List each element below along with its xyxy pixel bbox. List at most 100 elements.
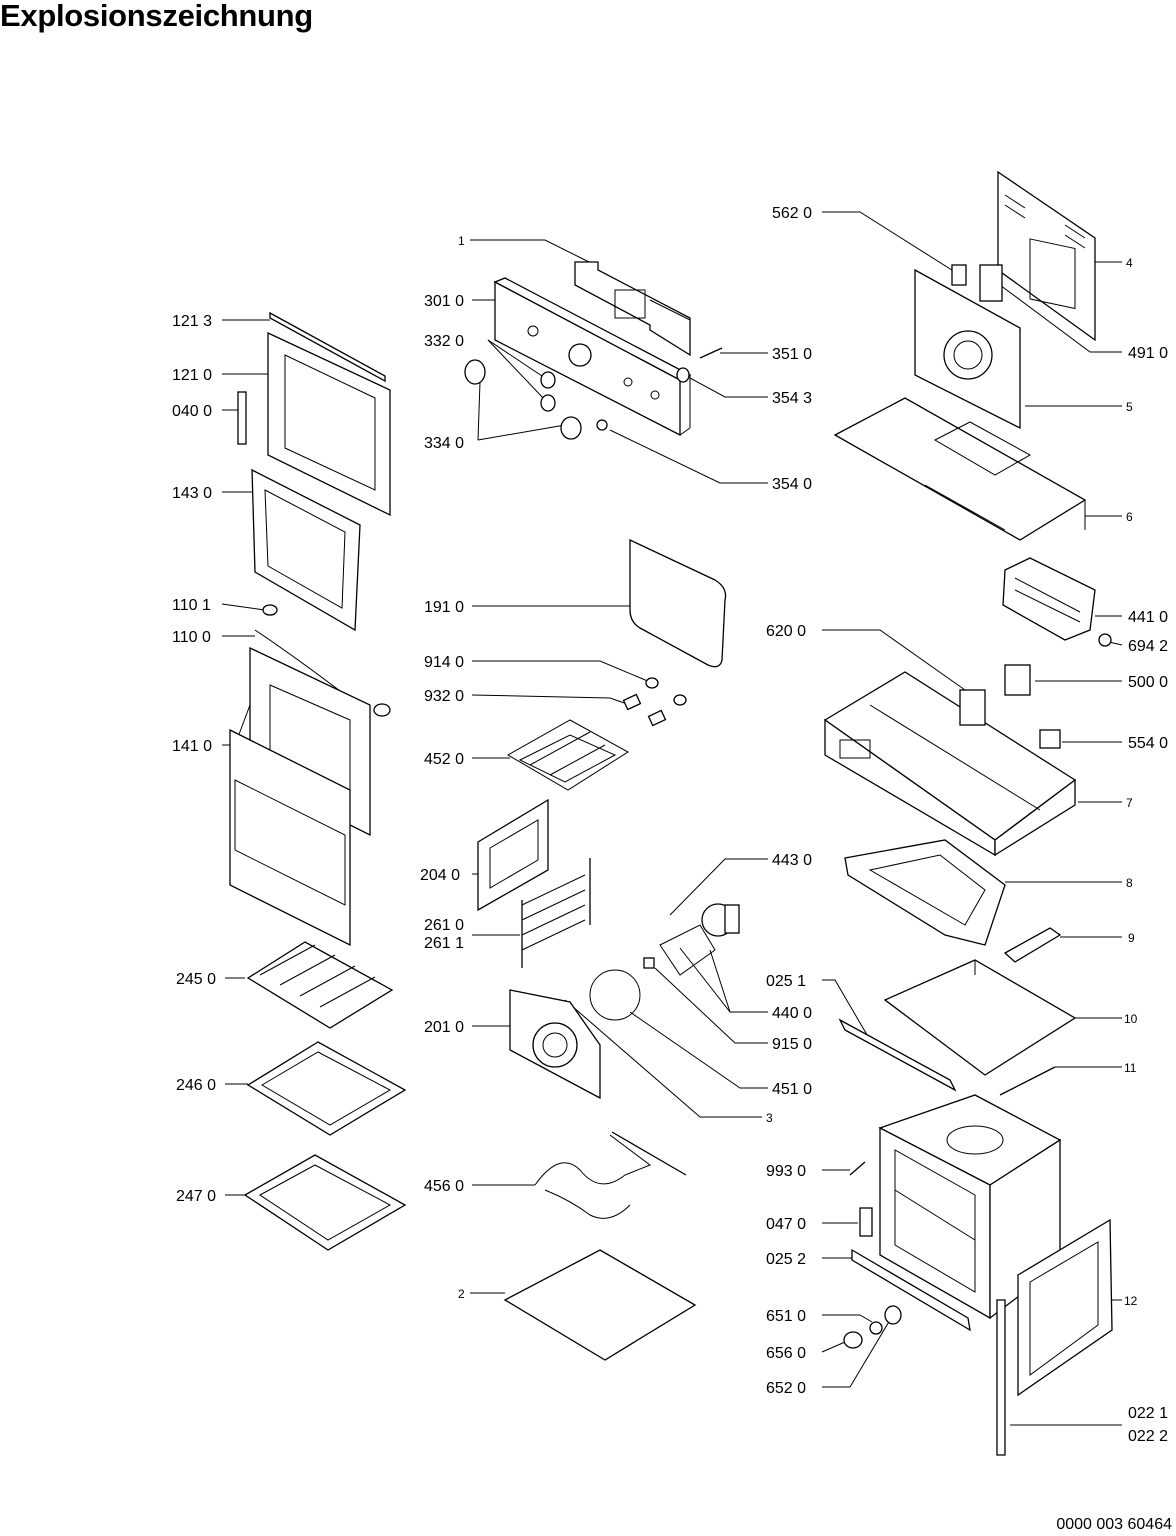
callout-500-0: 500 0: [1128, 674, 1168, 691]
part-rail-025-2: [851, 1248, 971, 1332]
callout-652-0: 652 0: [766, 1380, 806, 1397]
part-base-10: [883, 959, 1077, 1076]
callout-121-3: 121 3: [172, 313, 212, 330]
callout-7: 7: [1126, 796, 1133, 810]
callout-4: 4: [1126, 256, 1133, 270]
part-gasket-191: [629, 538, 727, 668]
part-lamp-652: [884, 1305, 902, 1325]
callout-334-0: 334 0: [424, 435, 464, 452]
callout-246-0: 246 0: [176, 1077, 216, 1094]
callout-993-0: 993 0: [766, 1163, 806, 1180]
callout-2: 2: [458, 1287, 465, 1301]
callout-441-0: 441 0: [1128, 609, 1168, 626]
callout-201-0: 201 0: [424, 1019, 464, 1036]
part-strip-11: [999, 1066, 1056, 1096]
callout-261-1: 261 1: [424, 935, 464, 952]
callout-332-0: 332 0: [424, 333, 464, 350]
callout-110-0: 110 0: [172, 629, 211, 646]
callout-914-0: 914 0: [424, 654, 464, 671]
callout-443-0: 443 0: [772, 852, 812, 869]
part-047: [859, 1207, 873, 1237]
callout-022-2: 022 2: [1128, 1428, 1168, 1445]
part-inner-glass-143: [251, 468, 361, 632]
callout-932-0: 932 0: [424, 688, 464, 705]
callout-022-1: 022 1: [1128, 1405, 1168, 1422]
callout-562-0: 562 0: [772, 205, 812, 222]
callout-915-0: 915 0: [772, 1036, 812, 1053]
part-glass-141: [229, 646, 371, 947]
callout-651-0: 651 0: [766, 1308, 806, 1325]
callout-456-0: 456 0: [424, 1178, 464, 1195]
callout-204-0: 204 0: [420, 867, 460, 884]
part-strip-022: [996, 1299, 1006, 1456]
part-hinge-040: [237, 391, 247, 445]
part-fan-housing: [914, 264, 1021, 430]
callout-11: 11: [1124, 1061, 1137, 1075]
part-lamp-651: [869, 1321, 883, 1335]
callout-143-0: 143 0: [172, 485, 212, 502]
part-110-1: [262, 604, 278, 616]
callout-354-0: 354 0: [772, 476, 812, 493]
part-rack-245: [246, 941, 394, 1029]
part-fan-cover-201: [509, 989, 601, 1100]
callout-8: 8: [1126, 876, 1133, 890]
part-shelf-supports-261: [521, 858, 591, 968]
part-rail-025-1: [838, 1018, 957, 1092]
callout-351-0: 351 0: [772, 346, 812, 363]
part-top-sheet: [833, 397, 1087, 541]
part-204: [477, 798, 549, 912]
part-tray-247: [243, 1154, 407, 1251]
callout-440-0: 440 0: [772, 1005, 812, 1022]
callout-491-0: 491 0: [1128, 345, 1168, 362]
callout-656-0: 656 0: [766, 1345, 806, 1362]
callout-110-1: 110 1: [172, 597, 211, 614]
part-915: [643, 957, 655, 969]
document-number: 0000 003 60464: [1056, 1516, 1172, 1533]
part-914: [645, 677, 659, 689]
part-ring-element-451: [589, 969, 641, 1021]
part-bottom-2: [503, 1249, 697, 1361]
callout-121-0: 121 0: [172, 367, 212, 384]
callout-12: 12: [1124, 1294, 1138, 1308]
callout-10: 10: [1124, 1012, 1138, 1026]
callout-694-2: 694 2: [1128, 638, 1168, 655]
callout-452-0: 452 0: [424, 751, 464, 768]
part-lamp-656: [843, 1331, 863, 1349]
part-spring-932: [622, 693, 642, 711]
part-grill-element-452: [506, 719, 629, 791]
callout-261-0: 261 0: [424, 917, 464, 934]
callout-5: 5: [1126, 400, 1133, 414]
callout-141-0: 141 0: [172, 738, 212, 755]
callout-047-0: 047 0: [766, 1216, 806, 1233]
leader-lines: [221, 211, 1123, 1426]
callout-3: 3: [766, 1111, 773, 1125]
part-door-frame-12: [1017, 1218, 1113, 1397]
callout-025-1: 025 1: [766, 973, 806, 990]
part-control-panel: [493, 277, 692, 437]
part-tray-246: [246, 1041, 407, 1136]
part-rear-cover: [997, 170, 1096, 342]
parts: [229, 170, 1113, 1456]
callout-301-0: 301 0: [424, 293, 464, 310]
callout-247-0: 247 0: [176, 1188, 216, 1205]
callout-554-0: 554 0: [1128, 735, 1168, 752]
part-lower-element-456: [534, 1131, 687, 1219]
callout-245-0: 245 0: [176, 971, 216, 988]
part-tangential-fan: [1002, 557, 1112, 647]
callout-9: 9: [1128, 931, 1135, 945]
part-door-121: [267, 331, 391, 517]
callout-451-0: 451 0: [772, 1081, 812, 1098]
part-9: [1003, 927, 1062, 963]
callout-191-0: 191 0: [424, 599, 464, 616]
callout-025-2: 025 2: [766, 1251, 806, 1268]
part-121-3: [269, 311, 386, 383]
part-chassis: [823, 664, 1077, 857]
part-fan-wheel-443: [659, 903, 740, 976]
part-plate-8: [844, 839, 1006, 946]
callout-labels: 1 301 0 332 0 334 0 351 0 354 3 354 0 56…: [172, 205, 1168, 1445]
callout-620-0: 620 0: [766, 623, 806, 640]
callout-6: 6: [1126, 510, 1133, 524]
callout-354-3: 354 3: [772, 390, 812, 407]
part-screw-993: [849, 1161, 866, 1176]
